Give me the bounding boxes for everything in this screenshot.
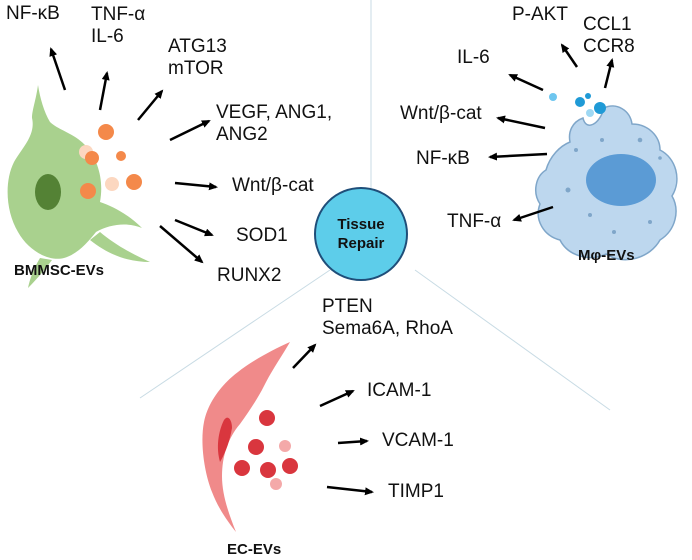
ec-label-pten: PTEN: [322, 296, 373, 317]
bmmsc-label-wnt: Wnt/β-cat: [232, 175, 314, 196]
bmmsc-evs-label: BMMSC-EVs: [14, 262, 105, 279]
arrow-ec-timp1: [326, 485, 374, 496]
ec-label-timp1: TIMP1: [388, 481, 444, 502]
endothelial-cell-icon: [202, 342, 290, 532]
macrophage-nucleus-icon: [586, 154, 656, 206]
arrow-bmmsc-wnt: [174, 181, 218, 191]
tissue-repair-line2: Repair: [337, 235, 385, 252]
ec-vesicles-icon: [234, 410, 298, 490]
mphi-label-il6: IL-6: [457, 47, 490, 68]
arrow-mphi-il6: [508, 73, 544, 92]
arrow-mphi-nfkb: [488, 152, 548, 161]
arrow-mphi-ccr8: [603, 58, 615, 89]
arrow-ec-icam1: [319, 389, 355, 408]
bmmsc-label-tnfa: TNF-α: [91, 4, 146, 25]
mphi-label-ccr8: CCR8: [583, 36, 635, 57]
arrow-bmmsc-vegf: [169, 119, 211, 142]
mphi-label-ccl1: CCL1: [583, 14, 632, 35]
macrophage-cell-icon: [534, 105, 678, 261]
bmmsc-label-mtor: mTOR: [168, 58, 224, 79]
bmmsc-label-ang2: ANG2: [216, 124, 268, 145]
bmmsc-label-runx2: RUNX2: [217, 265, 282, 286]
divider-line-lower-left: [139, 269, 331, 399]
bmmsc-label-sod1: SOD1: [236, 225, 288, 246]
bmmsc-cell-icon: [7, 85, 150, 288]
macrophage-arrows: [488, 43, 615, 222]
ec-arrows: [292, 343, 374, 496]
tissue-repair-line1: Tissue: [337, 216, 385, 233]
bmmsc-label-nfkb: NF-κB: [6, 3, 60, 24]
bmmsc-vesicles-icon: [79, 124, 142, 199]
ec-label-icam1: ICAM-1: [367, 380, 432, 401]
bmmsc-label-tnfa-il6: TNF-α IL-6: [91, 4, 145, 48]
bmmsc-arrows: [49, 47, 218, 264]
tissue-repair-label: Tissue Repair: [316, 215, 406, 253]
divider-line-lower-right: [414, 269, 611, 411]
arrow-bmmsc-tnfa: [98, 71, 110, 111]
mphi-label-pakt: P-AKT: [512, 4, 568, 25]
mphi-label-tnfa: TNF-α: [447, 211, 502, 232]
arrow-mphi-wnt: [496, 115, 546, 130]
ec-label-pten-sema: PTEN Sema6A, RhoA: [322, 296, 453, 340]
arrow-bmmsc-atg13: [137, 89, 164, 121]
bmmsc-label-atg13: ATG13: [168, 36, 227, 57]
macrophage-vesicles-icon: [549, 93, 606, 117]
bmmsc-label-atg13-mtor: ATG13 mTOR: [168, 36, 227, 80]
bmmsc-nucleus-icon: [35, 174, 61, 210]
arrow-mphi-pakt: [560, 43, 579, 68]
arrow-mphi-tnfa: [512, 205, 554, 222]
arrow-bmmsc-nfkb: [49, 47, 67, 91]
tissue-repair-circle: [314, 187, 408, 281]
endothelial-nucleus-icon: [217, 417, 232, 462]
arrow-bmmsc-sod1: [174, 218, 214, 237]
ec-evs-label: EC-EVs: [227, 541, 282, 558]
arrow-bmmsc-runx2: [159, 225, 204, 264]
bmmsc-label-il6: IL-6: [91, 26, 124, 47]
mphi-label-nfkb: NF-κB: [416, 148, 470, 169]
mphi-label-ccl1-ccr8: CCL1 CCR8: [583, 14, 635, 58]
bmmsc-label-vegf-ang: VEGF, ANG1, ANG2: [216, 102, 332, 146]
arrow-ec-vcam1: [337, 437, 369, 446]
mphi-evs-label: Mφ-EVs: [578, 247, 635, 264]
ec-label-vcam1: VCAM-1: [382, 430, 454, 451]
arrow-ec-pten: [292, 343, 317, 369]
ec-label-sema6a: Sema6A, RhoA: [322, 318, 453, 339]
mphi-label-wnt: Wnt/β-cat: [400, 103, 482, 124]
bmmsc-label-vegf: VEGF, ANG1,: [216, 102, 333, 123]
